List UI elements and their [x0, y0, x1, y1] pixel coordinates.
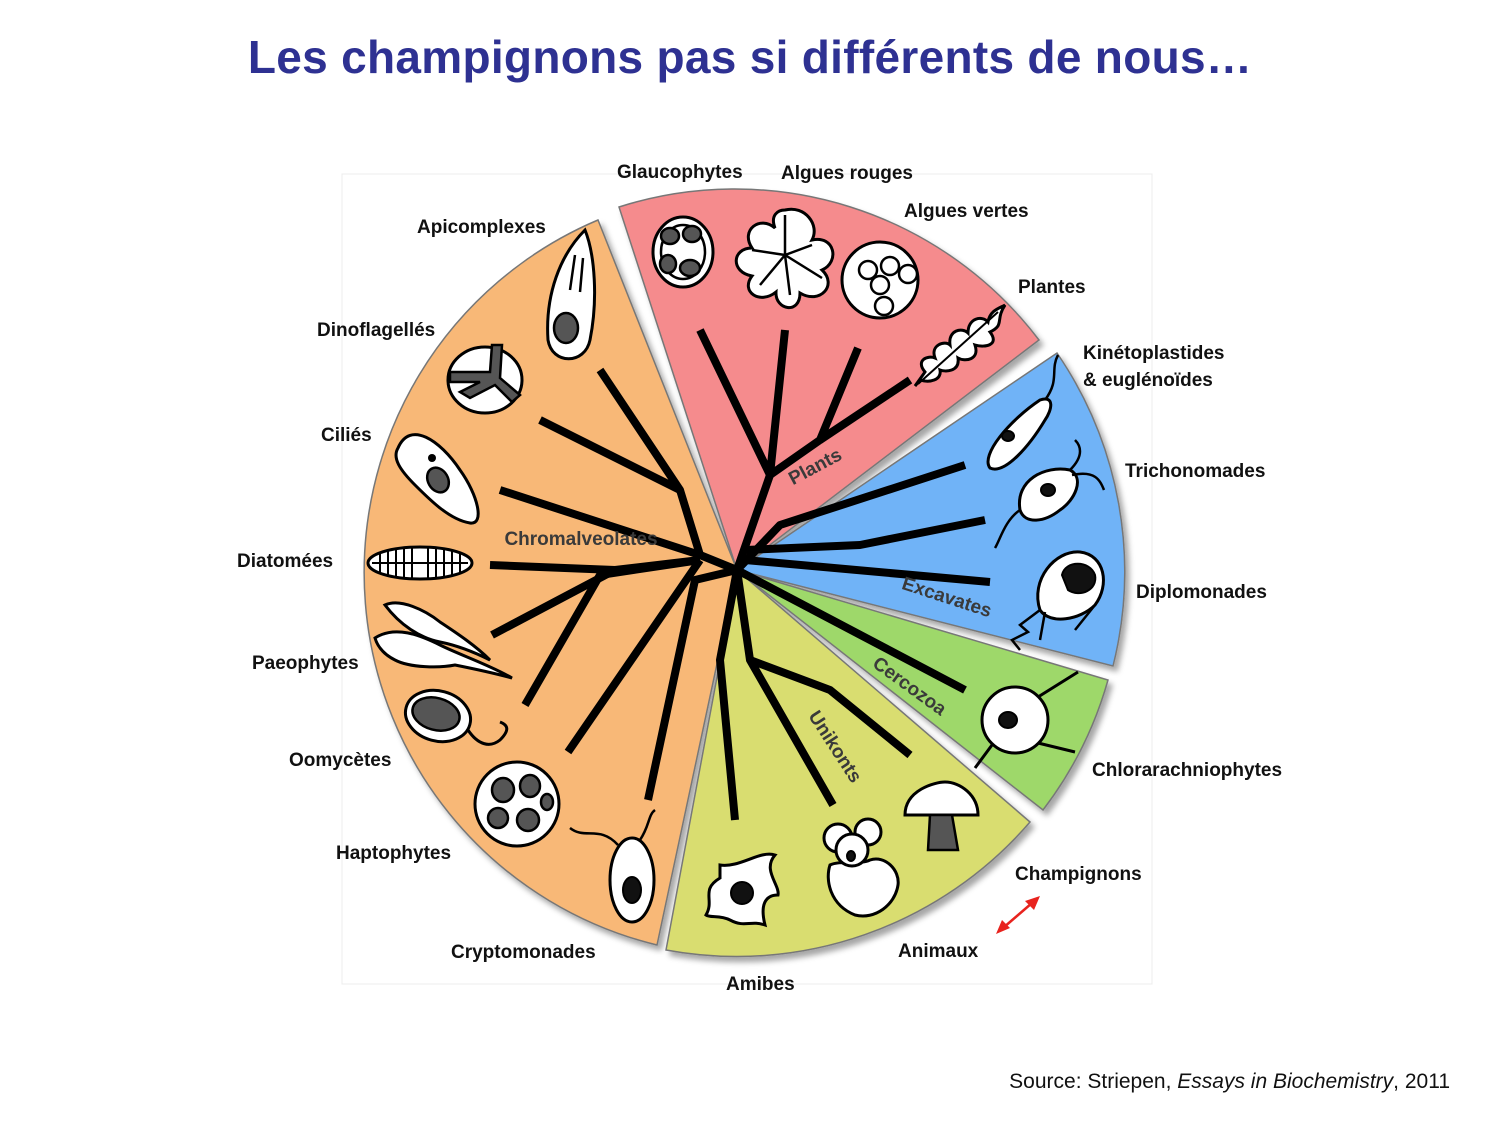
label-diatomees: Diatomées: [237, 551, 333, 572]
source-journal: Essays in Biochemistry: [1177, 1070, 1394, 1093]
amoeba-icon: [704, 852, 780, 928]
diplomonad-icon: [1010, 550, 1105, 651]
red-alga-icon: [734, 207, 835, 310]
label-kinetoplastides: Kinétoplastides: [1083, 343, 1224, 364]
label-algues-rouges: Algues rouges: [781, 163, 913, 184]
ciliate-icon: [394, 433, 480, 525]
koala-icon: [822, 817, 900, 918]
oomycete-icon: [403, 688, 509, 746]
label-paeophytes: Paeophytes: [252, 653, 359, 674]
label-amibes: Amibes: [726, 974, 795, 995]
green-alga-icon: [840, 240, 920, 320]
apicomplexan-icon: [546, 227, 597, 361]
label-algues-vertes: Algues vertes: [904, 201, 1029, 222]
cryptomonad-icon: [569, 808, 656, 924]
label-oomycetes: Oomycètes: [289, 750, 391, 771]
label-plantes: Plantes: [1018, 277, 1086, 298]
slide-title: Les champignons pas si différents de nou…: [247, 31, 1253, 83]
source-year: , 2011: [1393, 1070, 1450, 1093]
label-haptophytes: Haptophytes: [336, 843, 451, 864]
trichomonad-icon: [993, 439, 1106, 549]
source-prefix: Source: Striepen,: [1009, 1070, 1172, 1093]
label-dinoflagelles: Dinoflagellés: [317, 320, 435, 341]
tree-branches: [489, 328, 991, 821]
label-trichonomades: Trichonomades: [1125, 461, 1265, 482]
haptophyte-icon: [473, 760, 561, 848]
source-citation: Source: Striepen, Essays in Biochemistry…: [1009, 1070, 1450, 1094]
label-glaucophytes: Glaucophytes: [617, 162, 743, 183]
label-apicomplexes: Apicomplexes: [417, 217, 546, 238]
label-euglenoides: & euglénoïdes: [1083, 370, 1213, 391]
dinoflagellate-icon: [446, 343, 524, 415]
label-cryptomonades: Cryptomonades: [451, 942, 596, 963]
figure-frame: [341, 173, 1153, 985]
chlorarachniophyte-icon: [973, 670, 1079, 769]
group-label-chromalveolates: Chromalveolates: [504, 529, 657, 550]
label-champignons: Champignons: [1015, 864, 1142, 885]
label-chlorarachniophytes: Chlorarachniophytes: [1092, 760, 1282, 781]
diatom-icon: [366, 545, 474, 581]
wedge-plants: [618, 188, 1041, 572]
mushroom-icon: [903, 780, 980, 852]
label-cilies: Ciliés: [321, 425, 372, 446]
oak-leaf-icon: [913, 303, 1007, 387]
label-diplomonades: Diplomonades: [1136, 582, 1267, 603]
kinetoplastid-icon: [986, 354, 1060, 471]
brown-alga-icon: [373, 601, 513, 680]
champignons-pointer-arrow: [996, 896, 1040, 934]
label-animaux: Animaux: [898, 941, 979, 962]
glaucophyte-icon: [651, 215, 715, 289]
